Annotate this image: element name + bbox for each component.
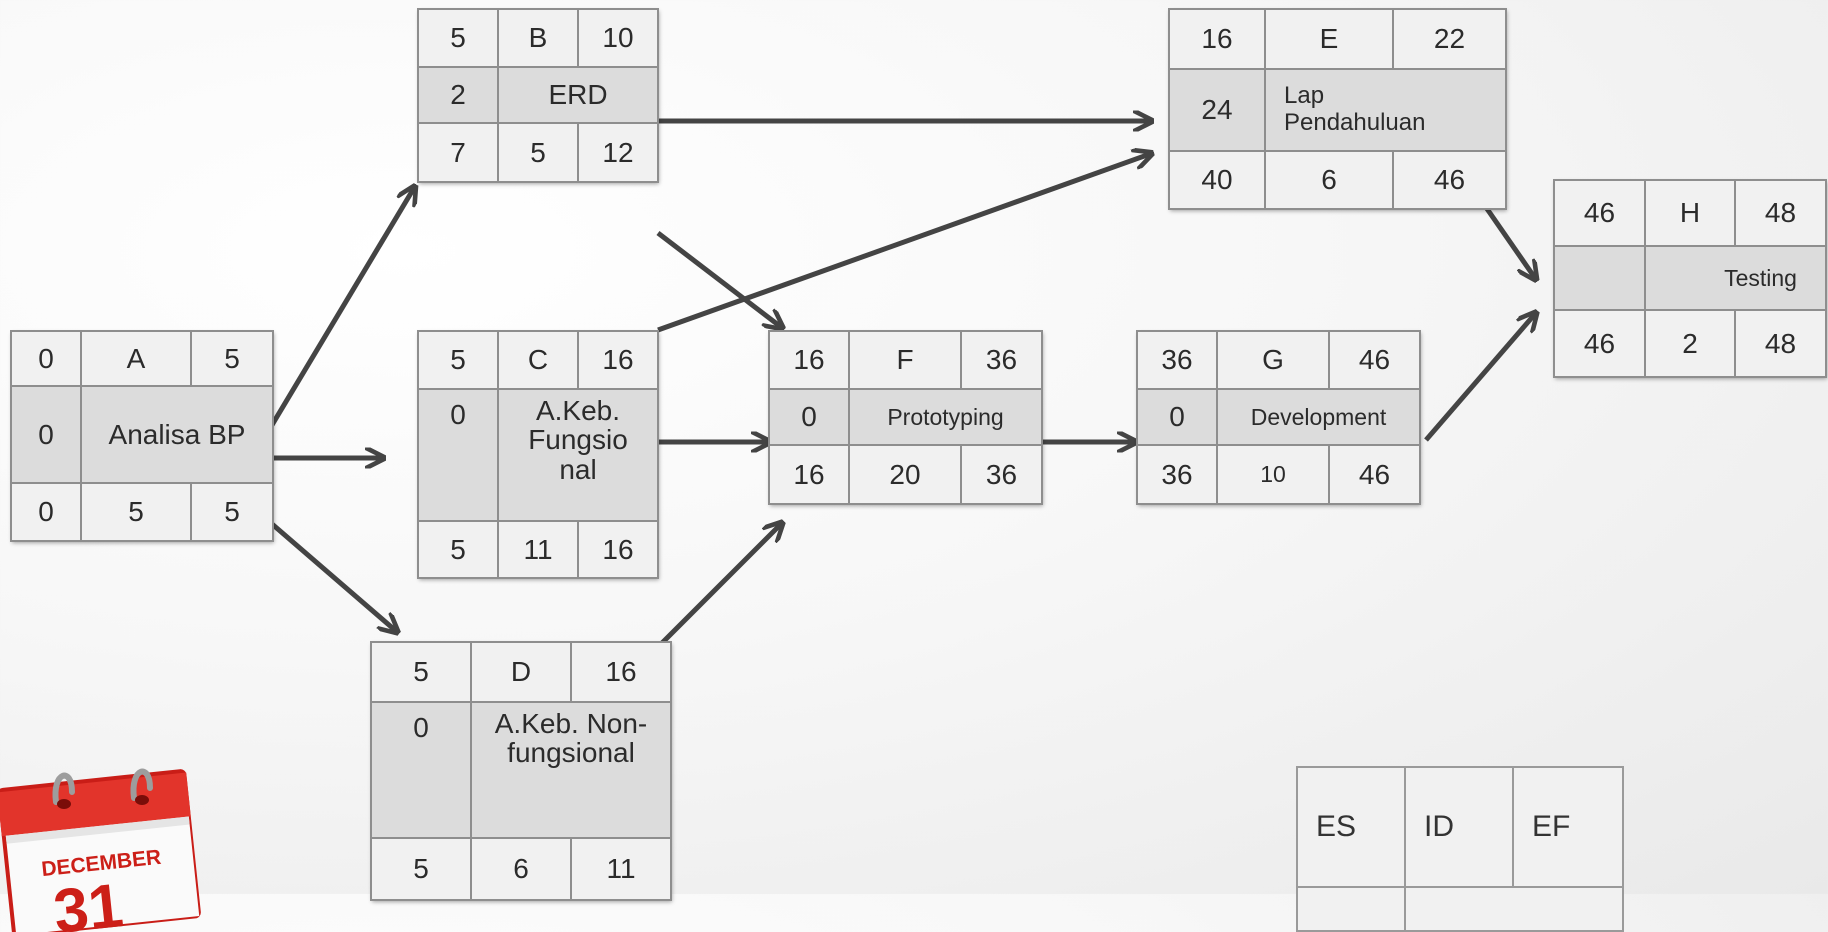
slack: 0: [10, 385, 82, 484]
late-start: 0: [10, 482, 82, 542]
duration: 6: [470, 837, 572, 901]
late-start: 46: [1553, 309, 1646, 378]
activity-name: Testing: [1644, 245, 1827, 311]
late-start: 5: [417, 520, 499, 579]
duration: 6: [1264, 150, 1394, 210]
activity-id: H: [1644, 179, 1736, 247]
early-start: 5: [370, 641, 472, 703]
late-finish: 16: [577, 520, 659, 579]
late-finish: 11: [570, 837, 672, 901]
duration: 20: [848, 444, 962, 505]
activity-id: E: [1264, 8, 1394, 70]
early-start: 36: [1136, 330, 1218, 390]
legend-ef: EF: [1512, 766, 1624, 888]
slack: 24: [1168, 68, 1266, 152]
slack: 0: [768, 388, 850, 446]
arrow-g-h: [1424, 314, 1535, 442]
dependency-arrows: [269, 0, 1828, 649]
arrow-c-e: [657, 154, 1150, 333]
activity-id: D: [470, 641, 572, 703]
arrow-a-b: [269, 188, 414, 427]
activity-name: Development: [1216, 388, 1421, 446]
early-start: 5: [417, 330, 499, 390]
slack: [1553, 245, 1646, 311]
duration: 5: [80, 482, 192, 542]
early-finish: 46: [1328, 330, 1421, 390]
arrow-a-d: [270, 522, 396, 631]
late-finish: 5: [190, 482, 274, 542]
arrow-b-f: [656, 231, 781, 327]
duration: 5: [497, 122, 579, 183]
calendar-icon: DECEMBER 31: [0, 768, 201, 932]
activity-name: A.Keb. Fungsio nal: [497, 388, 659, 522]
legend-es: ES: [1296, 766, 1406, 888]
early-finish: 48: [1734, 179, 1827, 247]
early-finish: 16: [577, 330, 659, 390]
slack: 0: [417, 388, 499, 522]
early-start: 16: [768, 330, 850, 390]
activity-id: G: [1216, 330, 1330, 390]
slack: 0: [370, 701, 472, 839]
duration: 11: [497, 520, 579, 579]
late-start: 40: [1168, 150, 1266, 210]
slack: 2: [417, 66, 499, 124]
early-finish: 5: [190, 330, 274, 387]
late-finish: 48: [1734, 309, 1827, 378]
late-finish: 12: [577, 122, 659, 183]
activity-id: C: [497, 330, 579, 390]
activity-name: Analisa BP: [80, 385, 274, 484]
slack: 0: [1136, 388, 1218, 446]
duration: 10: [1216, 444, 1330, 505]
early-start: 46: [1553, 179, 1646, 247]
activity-id: A: [80, 330, 192, 387]
early-start: 0: [10, 330, 82, 387]
activity-id: F: [848, 330, 962, 390]
duration: 2: [1644, 309, 1736, 378]
calendar-day: 31: [50, 871, 126, 932]
late-start: 7: [417, 122, 499, 183]
calendar-rings: [52, 768, 153, 805]
arrow-d-f: [656, 524, 781, 649]
late-start: 16: [768, 444, 850, 505]
early-finish: 22: [1392, 8, 1507, 70]
late-start: 5: [370, 837, 472, 901]
legend-id: ID: [1404, 766, 1514, 888]
late-finish: 36: [960, 444, 1043, 505]
early-finish: 36: [960, 330, 1043, 390]
late-start: 36: [1136, 444, 1218, 505]
early-finish: 16: [570, 641, 672, 703]
activity-name: Prototyping: [848, 388, 1043, 446]
activity-name: Lap Pendahuluan: [1264, 68, 1507, 152]
activity-id: B: [497, 8, 579, 68]
late-finish: 46: [1328, 444, 1421, 505]
activity-name: A.Keb. Non- fungsional: [470, 701, 672, 839]
early-start: 5: [417, 8, 499, 68]
activity-name: ERD: [497, 66, 659, 124]
late-finish: 46: [1392, 150, 1507, 210]
early-start: 16: [1168, 8, 1266, 70]
early-finish: 10: [577, 8, 659, 68]
